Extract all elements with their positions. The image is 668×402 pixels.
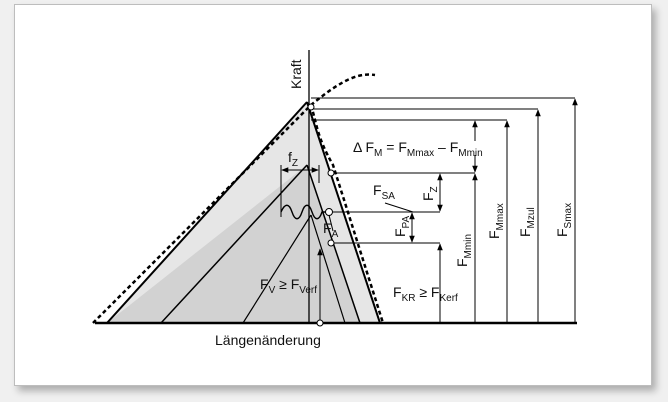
fa-pointer <box>328 214 334 232</box>
inner-line-1 <box>160 164 308 324</box>
axis-y-label: Kraft <box>288 59 304 89</box>
delta-fm-label: Δ FM = FMmax – FMmin <box>353 139 483 159</box>
inner-line-3 <box>242 214 312 324</box>
fa-main: F <box>323 220 332 236</box>
fsa-main: F <box>373 182 382 198</box>
fmmin-label: FMmin <box>454 234 474 267</box>
fv-rel: ≥ F <box>275 276 299 292</box>
fsa-sub: SA <box>382 191 396 202</box>
fv-sub: V <box>269 285 276 296</box>
fsa-leader <box>384 202 414 213</box>
fmmax-sub: Mmax <box>495 203 506 230</box>
fkr-sub2: Kerf <box>439 293 458 304</box>
node-fkr <box>327 239 335 247</box>
fsa-label: FSA <box>373 182 395 202</box>
fmmax-label: FMmax <box>486 203 506 239</box>
fz-top-label: fZ <box>288 149 298 169</box>
fmmin-sub: Mmin <box>463 234 474 258</box>
fsmax-sub: Smax <box>563 203 574 229</box>
fkr-rel: ≥ F <box>415 284 439 300</box>
limit-curve-right-dashed <box>309 104 385 324</box>
bolt-line-left <box>106 101 308 324</box>
fz-right-label: FZ <box>420 186 440 201</box>
fz-top-main: f <box>288 149 292 165</box>
delta-fm-mid: = F <box>382 139 407 155</box>
fv-sub2: Verf <box>299 285 317 296</box>
fa-sub: A <box>332 229 339 240</box>
fa-label: FA <box>323 220 339 240</box>
node-baseline <box>316 319 324 327</box>
fz-right-main: F <box>420 192 436 201</box>
delta-fm-sub2: Mmax <box>407 148 434 159</box>
axis-x-label: Längenänderung <box>215 332 321 348</box>
fpa-sub: PA <box>401 216 412 229</box>
bolt-joint-diagram: Kraft Längenänderung Δ FM = FMmax – FMmi… <box>92 50 578 348</box>
fsmax-main: F <box>554 228 570 237</box>
node-mmin <box>327 169 335 177</box>
fpa-label: FPA <box>392 216 412 237</box>
fpa-main: F <box>392 228 408 237</box>
fz-right-sub: Z <box>429 186 440 192</box>
inner-line-4 <box>310 214 346 324</box>
fmzul-sub: Mzul <box>526 207 537 228</box>
delta-fm-sub1: M <box>374 148 382 159</box>
fmzul-label: FMzul <box>517 207 537 237</box>
spring-node <box>325 208 333 216</box>
delta-fm-main: Δ F <box>353 139 374 155</box>
fkr-main: F <box>393 284 402 300</box>
fkr-label: FKR ≥ FKerf <box>393 284 458 304</box>
fv-main: F <box>260 276 269 292</box>
node-top <box>307 103 315 111</box>
fkr-sub: KR <box>402 293 416 304</box>
fsmax-label: FSmax <box>554 203 574 237</box>
spring-wave <box>280 204 328 220</box>
diagram-frame: Kraft Längenänderung Δ FM = FMmax – FMmi… <box>14 4 652 386</box>
fv-label: FV ≥ FVerf <box>260 276 317 296</box>
delta-fm-mid2: – F <box>434 139 458 155</box>
fz-top-sub: Z <box>292 158 298 169</box>
fmzul-main: F <box>517 228 533 237</box>
fmmax-main: F <box>486 230 502 239</box>
fmmin-main: F <box>454 258 470 267</box>
delta-fm-sub3: Mmin <box>458 148 482 159</box>
